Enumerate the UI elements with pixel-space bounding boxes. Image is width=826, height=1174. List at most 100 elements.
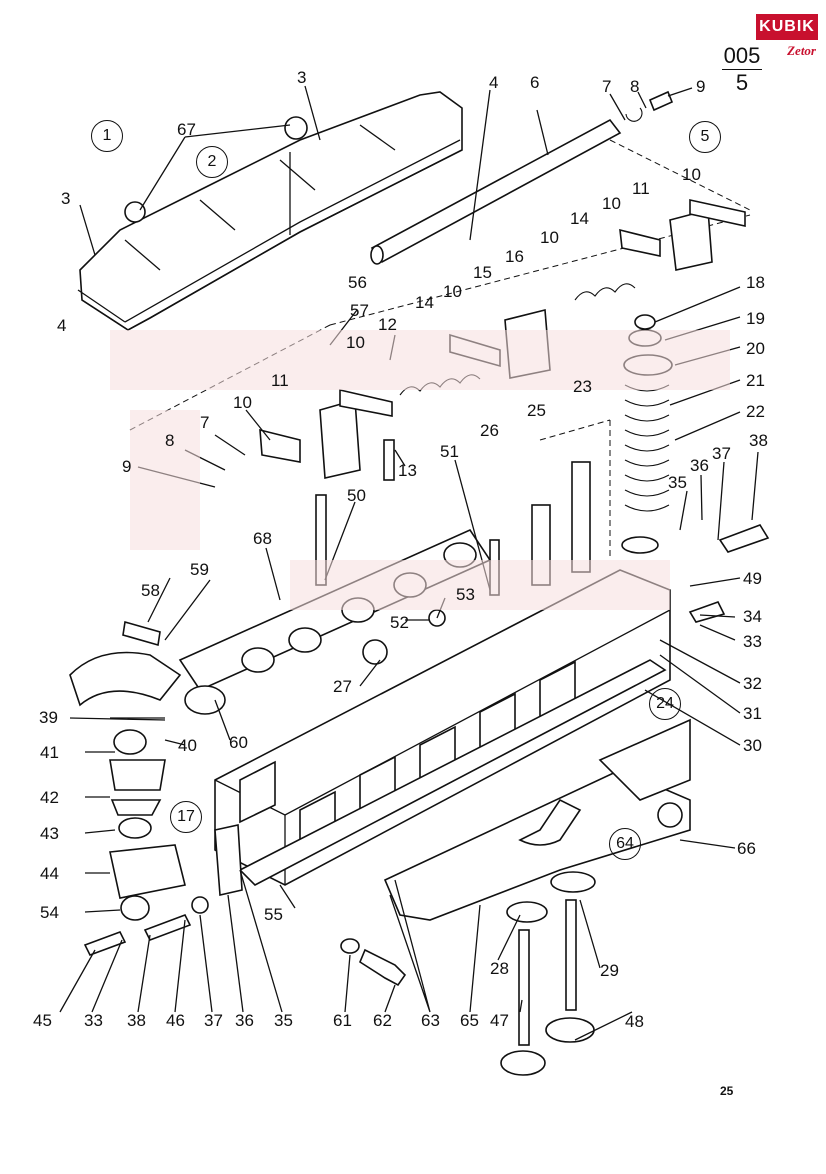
part-label: 14: [415, 293, 434, 312]
exhaust-manifold: [383, 718, 691, 921]
part-label: 46: [166, 1011, 185, 1030]
part-label: 26: [480, 421, 499, 440]
part-label: 10: [602, 194, 621, 213]
group-callout-24: 24: [649, 688, 681, 720]
part-label: 42: [40, 788, 59, 807]
group-callout-17: 17: [170, 801, 202, 833]
watermark-block: [130, 410, 200, 550]
part-label: 67: [177, 120, 196, 139]
part-label: 38: [749, 431, 768, 450]
part-label: 37: [204, 1011, 223, 1030]
part-label: 25: [527, 401, 546, 420]
watermark-block: [290, 560, 670, 610]
side-bolts: [122, 524, 770, 647]
part-label: 8: [630, 77, 640, 96]
thermostat-housing: [83, 729, 243, 956]
part-label: 49: [743, 569, 762, 588]
kubik-zetor-logo: KUBIK Zetor: [756, 14, 818, 66]
part-label: 10: [443, 282, 462, 301]
part-label: 36: [690, 456, 709, 475]
part-label: 14: [570, 209, 589, 228]
part-label: 51: [440, 442, 459, 461]
part-label: 30: [743, 736, 762, 755]
valve-cover: [77, 91, 463, 331]
page-code-bottom: 5: [735, 70, 749, 95]
part-label: 38: [127, 1011, 146, 1030]
part-label: 66: [737, 839, 756, 858]
manifold-bolts: [340, 938, 407, 987]
part-label: 37: [712, 444, 731, 463]
part-label: 3: [61, 189, 71, 208]
part-label: 68: [253, 529, 272, 548]
part-label: 9: [122, 457, 132, 476]
group-callout-1: 1: [91, 120, 123, 152]
part-label: 56: [348, 273, 367, 292]
part-label: 54: [40, 903, 59, 922]
part-label: 23: [573, 377, 592, 396]
part-label: 63: [421, 1011, 440, 1030]
part-label: 41: [40, 743, 59, 762]
group-callout-64: 64: [609, 828, 641, 860]
part-label: 50: [347, 486, 366, 505]
part-label: 32: [743, 674, 762, 693]
part-label: 4: [57, 316, 67, 335]
part-label: 59: [190, 560, 209, 579]
page-code-divider: [722, 69, 762, 70]
group-callout-5: 5: [689, 121, 721, 153]
part-label: 34: [743, 607, 762, 626]
part-label: 6: [530, 73, 540, 92]
part-label: 39: [39, 708, 58, 727]
part-label: 19: [746, 309, 765, 328]
part-label: 60: [229, 733, 248, 752]
part-label: 7: [602, 77, 612, 96]
part-label: 22: [746, 402, 765, 421]
part-label: 16: [505, 247, 524, 266]
part-label: 21: [746, 371, 765, 390]
part-label: 47: [490, 1011, 509, 1030]
part-label: 55: [264, 905, 283, 924]
part-label: 13: [398, 461, 417, 480]
part-label: 9: [696, 77, 706, 96]
part-label: 10: [540, 228, 559, 247]
part-label: 11: [632, 179, 650, 198]
part-label: 44: [40, 864, 59, 883]
part-label: 12: [378, 315, 397, 334]
part-label: 35: [668, 473, 687, 492]
part-label: 33: [84, 1011, 103, 1030]
part-label: 29: [600, 961, 619, 980]
part-label: 57: [350, 301, 369, 320]
group-callout-2: 2: [196, 146, 228, 178]
part-label: 3: [297, 68, 307, 87]
part-label: 58: [141, 581, 160, 600]
part-label: 65: [460, 1011, 479, 1030]
part-label: 11: [271, 371, 289, 390]
part-label: 35: [274, 1011, 293, 1030]
logo-word: KUBIK: [756, 14, 818, 40]
page-number: 25: [720, 1084, 734, 1098]
part-label: 33: [743, 632, 762, 651]
part-label: 15: [473, 263, 492, 282]
part-label: 4: [489, 73, 499, 92]
page-code-top: 005: [723, 43, 761, 68]
part-label: 62: [373, 1011, 392, 1030]
part-label: 10: [233, 393, 252, 412]
rocker-shaft: [370, 90, 674, 265]
part-label: 36: [235, 1011, 254, 1030]
part-label: 20: [746, 339, 765, 358]
part-label: 7: [200, 413, 210, 432]
logo-sub: Zetor: [787, 43, 816, 58]
part-label: 61: [333, 1011, 352, 1030]
part-label: 53: [456, 585, 475, 604]
page-code: 005 5: [722, 44, 762, 95]
part-label: 31: [743, 704, 762, 723]
part-label: 10: [682, 165, 701, 184]
part-label: 18: [746, 273, 765, 292]
watermark-block: [110, 330, 730, 390]
part-label: 40: [178, 736, 197, 755]
part-label: 27: [333, 677, 352, 696]
part-label: 48: [625, 1012, 644, 1031]
part-label: 52: [390, 613, 409, 632]
head-gasket: [238, 659, 667, 886]
part-label: 43: [40, 824, 59, 843]
